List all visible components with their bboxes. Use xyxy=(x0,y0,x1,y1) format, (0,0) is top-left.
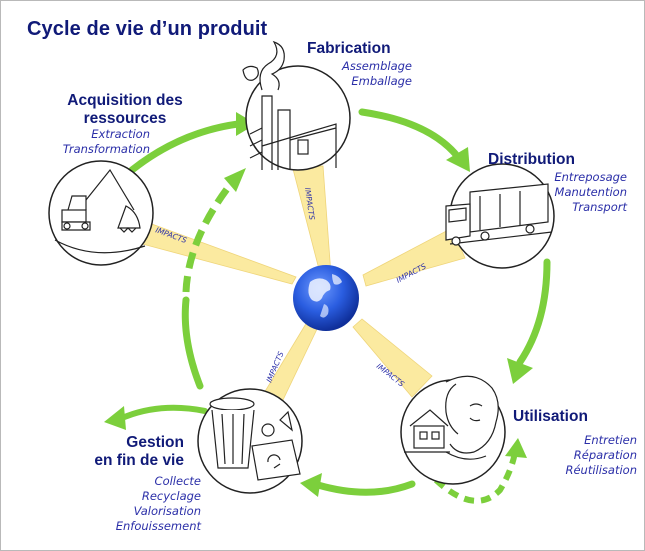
gestion-items: Collecte Recyclage Valorisation Enfouiss… xyxy=(90,474,201,534)
arrow-head-3 xyxy=(507,358,533,384)
gestion-title-line2: en fin de vie xyxy=(94,452,184,469)
acquisition-circle xyxy=(48,160,154,266)
truck-icon xyxy=(445,183,553,246)
gestion-item: Enfouissement xyxy=(115,519,201,533)
arrow-acquisition-to-fabrication xyxy=(128,120,242,174)
dashed-arrow-reuse-loop xyxy=(433,451,518,504)
acquisition-title: Acquisition des ressources xyxy=(50,92,200,128)
arrow-utilisation-to-gestion xyxy=(314,480,416,496)
utilisation-item: Réparation xyxy=(573,448,637,462)
acquisition-item: Transformation xyxy=(62,142,150,156)
acquisition-title-line2: ressources xyxy=(83,110,167,127)
distribution-item: Entreposage xyxy=(554,170,627,184)
utilisation-item: Entretien xyxy=(584,433,637,447)
dashed-arrow-head-reuse xyxy=(505,438,527,458)
arrow-head-4 xyxy=(300,473,322,497)
distribution-title: Distribution xyxy=(488,151,575,168)
impact-rays xyxy=(119,165,466,409)
fabrication-item: Emballage xyxy=(351,74,412,88)
excavator-icon xyxy=(54,168,146,254)
impact-ray-fabrication xyxy=(292,165,332,278)
arrow-head-2 xyxy=(446,147,470,172)
gestion-item: Collecte xyxy=(154,474,201,488)
acquisition-items: Extraction Transformation xyxy=(40,127,150,157)
distribution-items: Entreposage Manutention Transport xyxy=(520,170,627,215)
arrow-gestion-out xyxy=(119,404,208,421)
fabrication-title: Fabrication xyxy=(307,40,391,57)
person-house-icon xyxy=(404,375,499,460)
distribution-item: Manutention xyxy=(554,185,627,199)
page-title: Cycle de vie d’un produit xyxy=(27,18,268,40)
gestion-item: Recyclage xyxy=(141,489,201,503)
utilisation-title: Utilisation xyxy=(513,408,588,425)
dashed-arrow-to-fabrication xyxy=(182,182,233,293)
gestion-item: Valorisation xyxy=(133,504,201,518)
utilisation-items: Entretien Réparation Réutilisation xyxy=(520,433,637,478)
arrow-gestion-up xyxy=(181,296,204,390)
trash-recycling-icon xyxy=(209,397,301,481)
arrow-fabrication-to-distribution xyxy=(358,108,462,161)
dashed-arrow-head-fabrication xyxy=(224,168,246,192)
acquisition-title-line1: Acquisition des xyxy=(67,92,183,109)
distribution-item: Transport xyxy=(572,200,627,214)
utilisation-item: Réutilisation xyxy=(565,463,637,477)
reuse-arrows xyxy=(182,168,527,504)
cycle-arrows xyxy=(104,108,551,497)
fabrication-item: Assemblage xyxy=(341,59,412,73)
arrow-head-5 xyxy=(104,406,126,430)
fabrication-items: Assemblage Emballage xyxy=(320,59,412,89)
gestion-title-line1: Gestion xyxy=(126,434,184,451)
acquisition-item: Extraction xyxy=(91,127,150,141)
earth-globe-icon xyxy=(293,265,359,331)
arrow-distribution-to-utilisation xyxy=(516,258,551,366)
impact-ray-utilisation xyxy=(352,318,433,398)
factory-icon xyxy=(242,40,337,170)
gestion-title: Gestion en fin de vie xyxy=(70,434,184,470)
